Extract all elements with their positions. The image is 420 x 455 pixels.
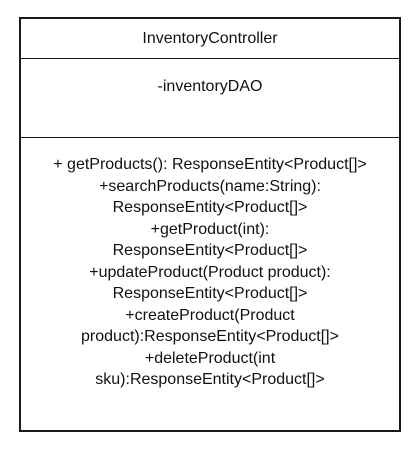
operation-line: +getProduct(int): <box>150 220 270 238</box>
operation-line: sku):ResponseEntity<Product[]> <box>95 371 325 388</box>
operation-line: + getProducts(): ResponseEntity<Product[… <box>53 156 367 173</box>
class-name: InventoryController <box>142 30 278 47</box>
operation-line: product):ResponseEntity<Product[]> <box>81 328 339 345</box>
operation-line: ResponseEntity<Product[]> <box>112 285 308 302</box>
uml-class-box: InventoryController -inventoryDAO + getP… <box>19 17 401 432</box>
attributes-compartment: -inventoryDAO <box>21 59 399 138</box>
operation-line: +deleteProduct(int <box>144 349 276 367</box>
attribute-inventory-dao: -inventoryDAO <box>157 78 263 95</box>
class-name-compartment: InventoryController <box>21 19 399 59</box>
operation-line: +searchProducts(name:String): <box>99 177 321 195</box>
operation-line: ResponseEntity<Product[]> <box>112 242 308 259</box>
operations-compartment: + getProducts(): ResponseEntity<Product[… <box>21 138 399 391</box>
operation-line: ResponseEntity<Product[]> <box>112 199 308 216</box>
operation-line: +createProduct(Product <box>125 306 295 324</box>
operation-line: +updateProduct(Product product): <box>89 263 331 281</box>
